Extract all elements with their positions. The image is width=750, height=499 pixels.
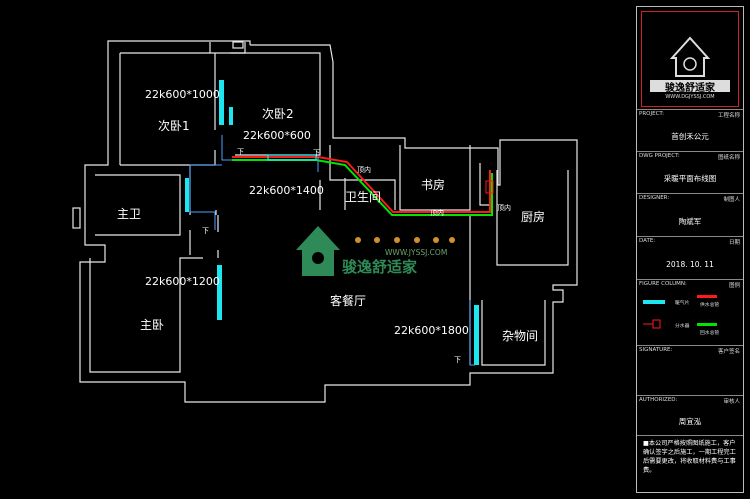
- figure-label-cn: 图例: [728, 283, 740, 289]
- authorized-value: 周宜泓: [678, 417, 702, 426]
- authorized-label: AUTHORIZED:: [639, 397, 678, 403]
- figure-label: FIGURE COLUMN:: [639, 281, 687, 287]
- room-label-study: 书房: [421, 177, 445, 192]
- legend-return: 回水总管: [700, 331, 720, 336]
- date-label-cn: 日期: [728, 240, 740, 246]
- project-label: PROJECT:: [639, 111, 665, 117]
- radiator-spec: 22k600*1200: [145, 275, 220, 288]
- room-label-master-bedroom: 主卧: [140, 318, 164, 332]
- radiator-bathroom-small: [229, 107, 233, 125]
- branch-pipe: [189, 164, 222, 230]
- watermark-url: WWW.JYSSJ.COM: [385, 248, 447, 257]
- watermark-brand: 骏逸舒适家: [342, 258, 417, 276]
- down-mark: 下: [313, 149, 320, 157]
- project-label-cn: 工程名称: [717, 113, 740, 119]
- radiator-spec: 22k600*1000: [145, 88, 220, 101]
- down-mark: 下: [454, 356, 461, 364]
- designer-value: 陶斌军: [678, 217, 702, 226]
- authorized-label-cn: 审核人: [723, 399, 740, 405]
- radiators: [185, 80, 479, 365]
- walls: [72, 40, 578, 403]
- floor-plan: 骏逸舒适家 WWW.JYSSJ.COM 次卧1 次卧2 主卫 主卧 客餐厅 卫生…: [72, 40, 578, 403]
- branch-pipe: [469, 300, 475, 366]
- supply-pipe: [232, 156, 491, 213]
- room-label-living-dining: 客餐厅: [330, 293, 366, 308]
- radiator-dining: [474, 305, 479, 365]
- radiator-spec: 22k600*1800: [394, 324, 469, 337]
- room-label-bathroom: 卫生间: [345, 190, 381, 204]
- title-block: 骏逸舒适家 WWW.DGJYSSJ.COM PROJECT: 工程名称 首创禾公…: [636, 6, 744, 493]
- down-mark: 下: [202, 227, 209, 235]
- top-mark: 顶内: [497, 203, 511, 212]
- watermark: 骏逸舒适家 WWW.JYSSJ.COM: [296, 226, 455, 276]
- manifold: [485, 180, 494, 194]
- signature-label-cn: 客户签名: [717, 349, 740, 355]
- dwg-label-cn: 图纸名称: [717, 155, 740, 161]
- room-label-storage: 杂物间: [502, 329, 538, 343]
- radiator-living: [267, 154, 317, 161]
- top-mark: 顶内: [357, 165, 371, 174]
- disclaimer-note: ■本公司严格按照图纸施工，客户确认签字之后施工，一期工程完工后需要更改，将收取材…: [643, 440, 736, 474]
- legend-manifold: 分水器: [675, 324, 690, 329]
- logo-url: WWW.DGJYSSJ.COM: [665, 94, 715, 100]
- down-mark: 下: [237, 148, 244, 156]
- dwg-label: DWG PROJECT:: [639, 153, 680, 159]
- date-label: DATE:: [639, 238, 656, 244]
- room-label-master-bath: 主卫: [117, 207, 141, 221]
- legend: 暖气片 供水总管 回水总管 分水器: [637, 289, 743, 345]
- signature-label: SIGNATURE:: [639, 347, 673, 353]
- branch-pipe: [221, 135, 232, 161]
- designer-label-cn: 制图人: [723, 197, 740, 203]
- date-value: 2018. 10. 11: [666, 260, 714, 269]
- dwg-value: 采暖平面布线图: [663, 174, 717, 183]
- top-mark: 顶内: [430, 208, 444, 217]
- logo-brand: 骏逸舒适家: [665, 83, 715, 94]
- radiator-bedroom1: [219, 80, 224, 125]
- project-value: 首创禾公元: [671, 132, 709, 141]
- radiator-spec: 22k600*1400: [249, 184, 324, 197]
- radiator-master-bedroom: [217, 265, 222, 320]
- radiator-master-bath: [185, 178, 189, 212]
- radiator-spec: 22k600*600: [243, 129, 311, 142]
- designer-label: DESIGNER:: [639, 195, 670, 201]
- company-logo: 骏逸舒适家 WWW.DGJYSSJ.COM: [641, 11, 739, 107]
- room-label-kitchen: 厨房: [521, 209, 545, 224]
- room-label-bedroom1: 次卧1: [158, 119, 190, 133]
- legend-radiator: 暖气片: [675, 301, 690, 306]
- legend-supply: 供水总管: [700, 303, 720, 308]
- room-label-bedroom2: 次卧2: [262, 107, 294, 121]
